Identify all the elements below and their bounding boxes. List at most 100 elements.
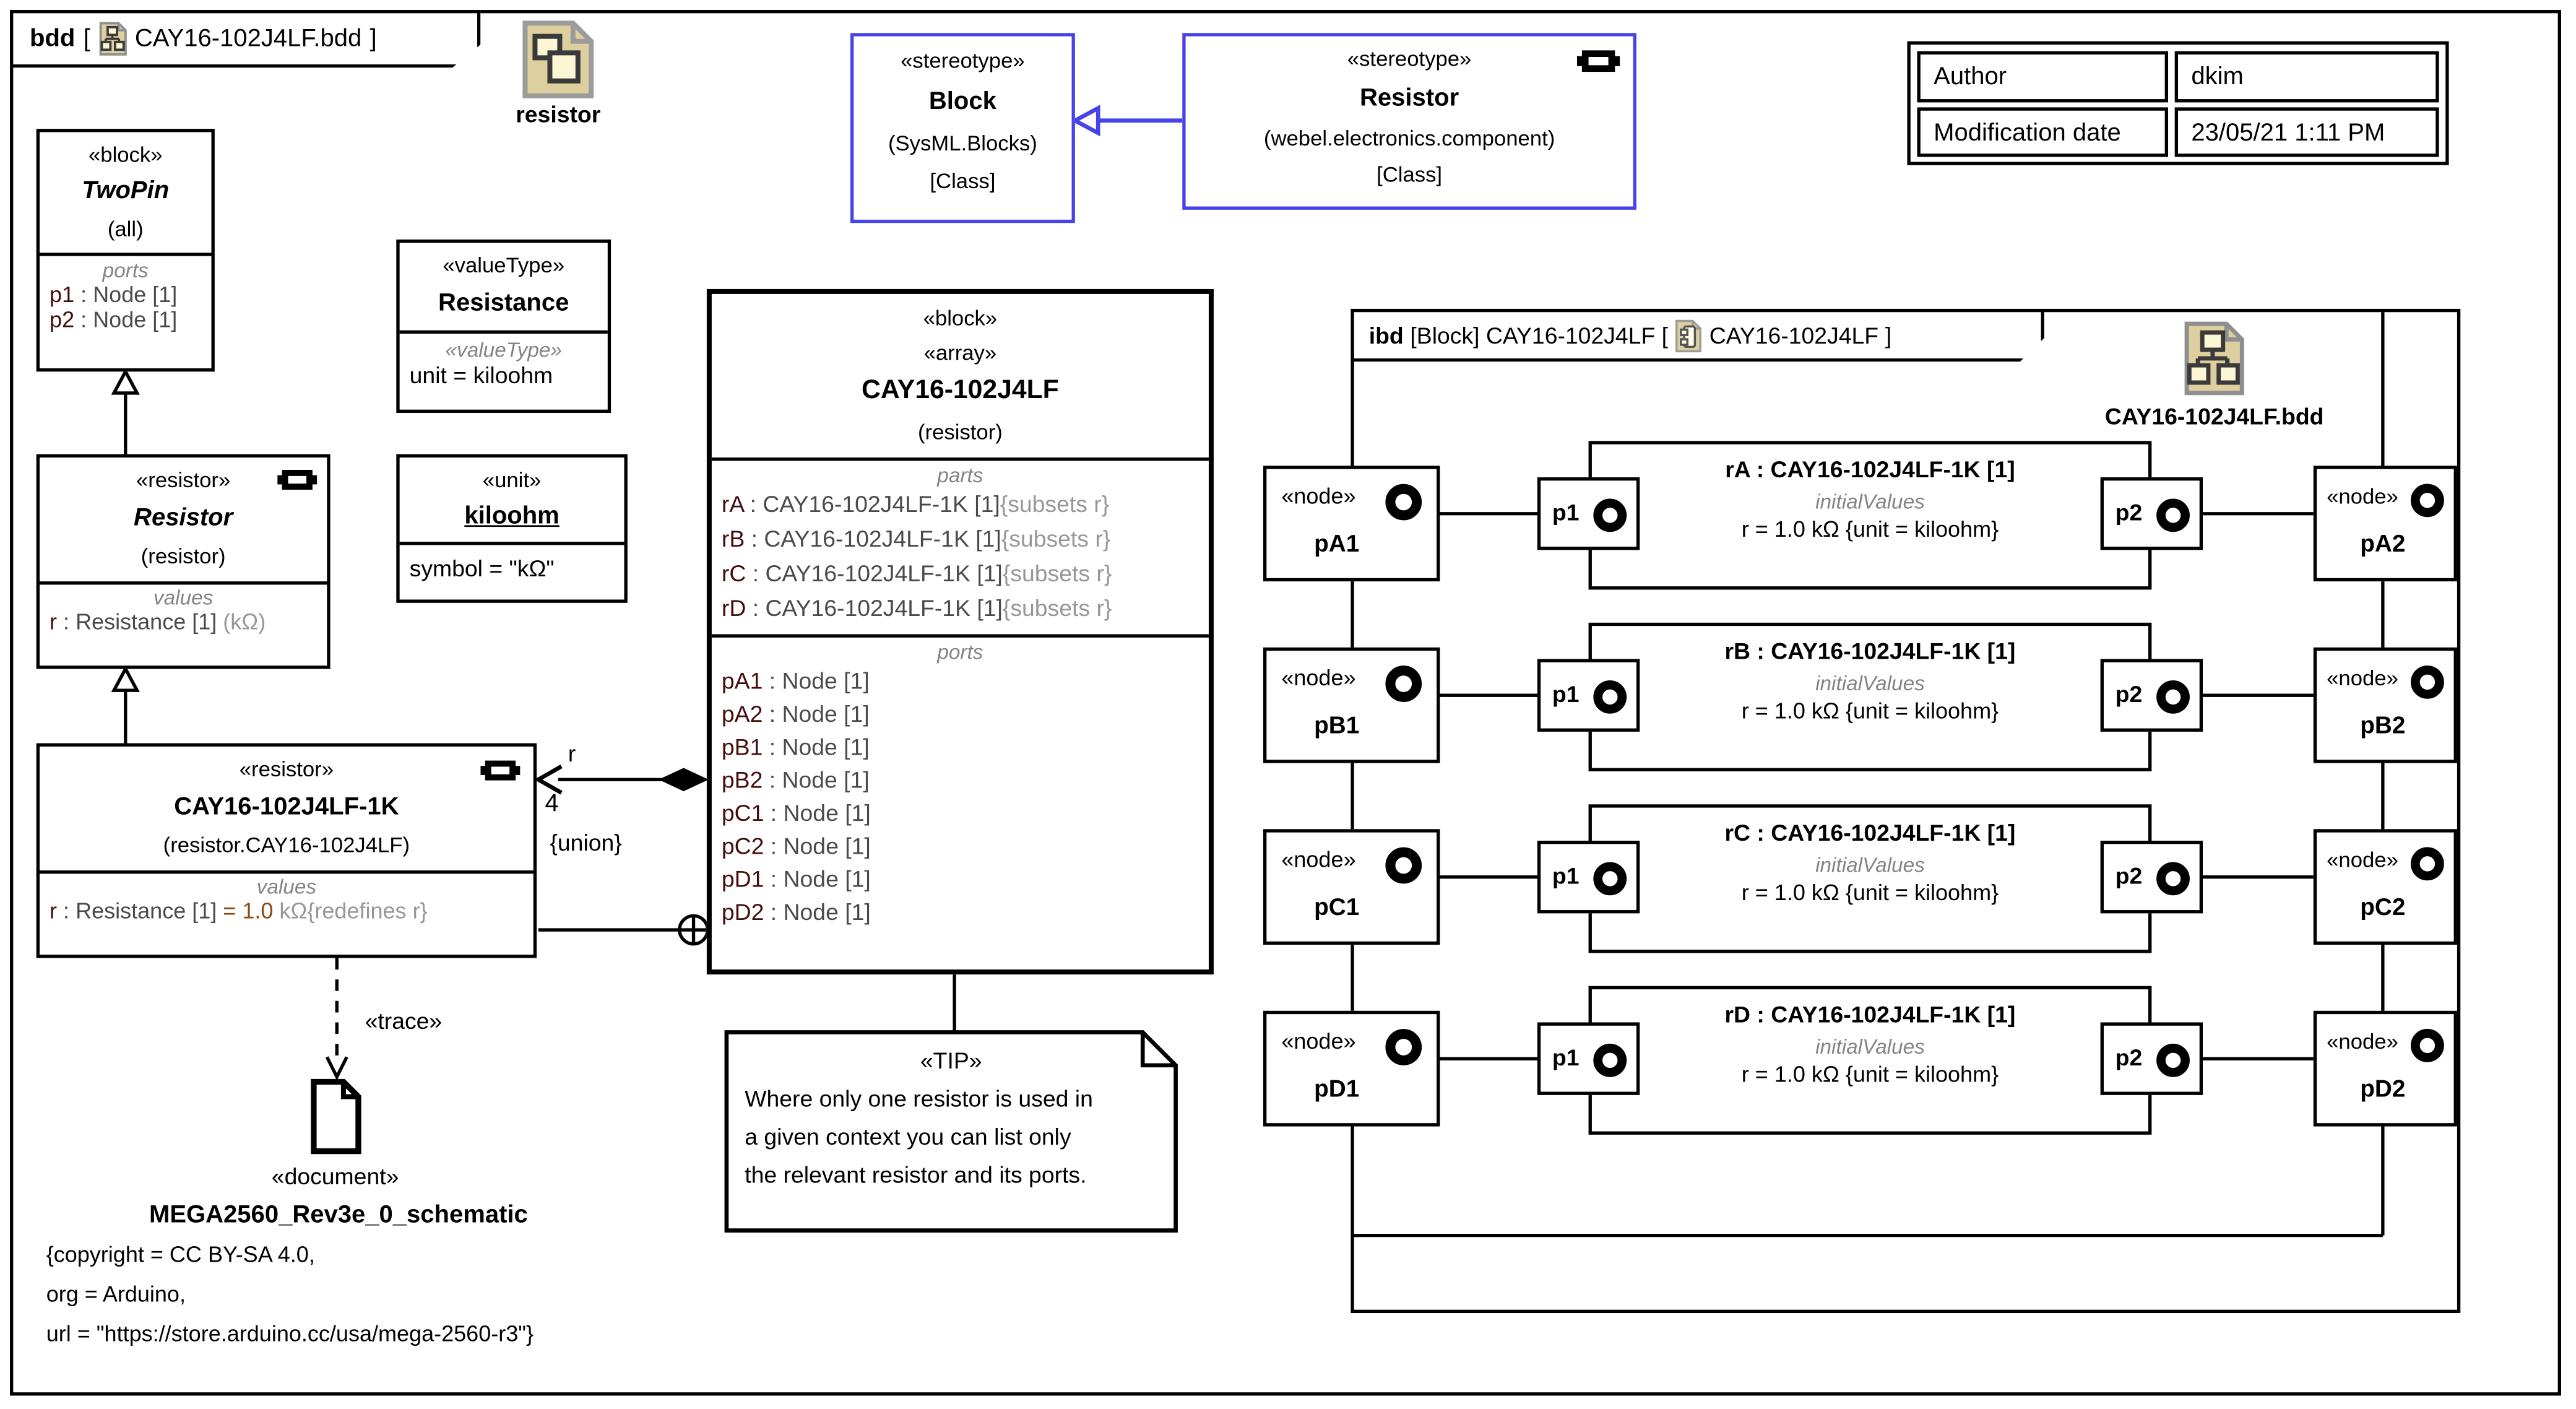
port-name: p1 bbox=[1552, 1044, 1580, 1070]
unit-stereotype: «unit» bbox=[482, 467, 542, 493]
port-name: p2 bbox=[2115, 680, 2143, 707]
port-line: p2 : Node [1] bbox=[50, 307, 178, 332]
resistor-glyph-icon bbox=[1576, 50, 1620, 72]
association-constraint: {union} bbox=[550, 829, 622, 856]
tip-stereotype: «TIP» bbox=[920, 1047, 982, 1074]
node-name: pA1 bbox=[1314, 532, 1360, 558]
node-ring-icon bbox=[1385, 847, 1422, 884]
port-ring-icon bbox=[2156, 498, 2190, 532]
block-name: CAY16-102J4LF bbox=[862, 376, 1059, 405]
bdd-file-label: CAY16-102J4LF.bdd bbox=[2104, 402, 2324, 430]
ibd-part-ra[interactable]: rA : CAY16-102J4LF-1K [1] initialValues … bbox=[1588, 441, 2152, 590]
ibd-icon bbox=[1675, 319, 1702, 352]
resistor-package-icon[interactable] bbox=[522, 20, 594, 99]
stereotype-block-box[interactable]: «stereotype» Block (SysML.Blocks) [Class… bbox=[850, 33, 1075, 223]
stereotype-resistor-box[interactable]: «stereotype» Resistor (webel.electronics… bbox=[1182, 33, 1636, 210]
ibd-node-pa2[interactable]: «node» pA2 bbox=[2313, 466, 2457, 582]
node-ring-icon bbox=[1385, 665, 1422, 702]
ibd-part-rc[interactable]: rC : CAY16-102J4LF-1K [1] initialValues … bbox=[1588, 804, 2152, 953]
ibd-node-pb2[interactable]: «node» pB2 bbox=[2313, 647, 2457, 763]
port-name: p1 bbox=[1552, 498, 1580, 526]
cay16-1k-block[interactable]: «resistor» CAY16-102J4LF-1K (resistor.CA… bbox=[36, 743, 537, 958]
block-name: CAY16-102J4LF-1K bbox=[174, 792, 399, 821]
node-name: pD1 bbox=[1314, 1077, 1360, 1104]
node-stereotype: «node» bbox=[1281, 483, 1356, 509]
ibd-port-p2[interactable]: p2 bbox=[2100, 477, 2203, 550]
ibd-meta: [Block] CAY16-102J4LF [ bbox=[1410, 322, 1669, 349]
bdd-icon bbox=[98, 22, 126, 56]
ibd-node-pd2[interactable]: «node» pD2 bbox=[2313, 1010, 2457, 1127]
part-title: rD : CAY16-102J4LF-1K [1] bbox=[1724, 1000, 2016, 1028]
port-line: pD1 : Node [1] bbox=[721, 865, 871, 892]
ibd-node-pc2[interactable]: «node» pC2 bbox=[2313, 829, 2457, 945]
compartment-label: parts bbox=[937, 464, 983, 488]
block-stereotype: «block» bbox=[923, 305, 998, 331]
diagram-name: CAY16-102J4LF.bdd bbox=[134, 25, 362, 53]
tip-line: the relevant resistor and its ports. bbox=[745, 1161, 1087, 1188]
node-name: pB2 bbox=[2360, 713, 2406, 740]
port-name: p2 bbox=[2115, 862, 2143, 889]
resistor-glyph-icon bbox=[480, 760, 521, 781]
twopin-block[interactable]: «block» TwoPin (all) ports p1 : Node [1]… bbox=[36, 129, 215, 372]
block-name: TwoPin bbox=[82, 176, 170, 205]
resistance-valuetype-box[interactable]: «valueType» Resistance «valueType» unit … bbox=[396, 239, 612, 413]
port-name: p2 bbox=[2115, 1044, 2143, 1070]
bracket-close: ] bbox=[370, 25, 377, 53]
part-title: rC : CAY16-102J4LF-1K [1] bbox=[1724, 819, 2016, 846]
node-stereotype: «node» bbox=[2327, 847, 2398, 872]
initial-value: r = 1.0 kΩ {unit = kiloohm} bbox=[1741, 880, 1999, 906]
ibd-port-p2[interactable]: p2 bbox=[2100, 659, 2203, 732]
diagram-border bbox=[10, 10, 2561, 1396]
node-ring-icon bbox=[2410, 665, 2444, 699]
bdd-file-icon[interactable] bbox=[2183, 321, 2245, 397]
initial-value: r = 1.0 kΩ {unit = kiloohm} bbox=[1741, 1062, 1999, 1087]
ibd-port-p2[interactable]: p2 bbox=[2100, 840, 2203, 914]
block-qualifier: (resistor) bbox=[918, 419, 1003, 444]
resistor-block[interactable]: «resistor» Resistor (resistor) values r … bbox=[36, 454, 331, 669]
author-value-cell: dkim bbox=[2174, 51, 2439, 103]
block-stereotype: «block» bbox=[88, 142, 163, 167]
unit-line: unit = kiloohm bbox=[409, 362, 553, 388]
ibd-port-p1[interactable]: p1 bbox=[1537, 840, 1640, 914]
kiloohm-unit-box[interactable]: «unit» kiloohm symbol = "kΩ" bbox=[396, 454, 628, 603]
part-title: rB : CAY16-102J4LF-1K [1] bbox=[1724, 637, 2016, 664]
resistor-glyph-icon bbox=[277, 470, 318, 490]
port-line: p1 : Node [1] bbox=[50, 282, 178, 308]
ibd-port-p1[interactable]: p1 bbox=[1537, 659, 1640, 732]
stereotype-meta: [Class] bbox=[1377, 162, 1443, 187]
association-role-label: r bbox=[568, 740, 576, 766]
stereotype-kw: «stereotype» bbox=[1347, 46, 1472, 71]
document-stereotype: «document» bbox=[271, 1163, 399, 1189]
ibd-node-pc1[interactable]: «node» pC1 bbox=[1263, 829, 1440, 945]
node-stereotype: «node» bbox=[1281, 1029, 1356, 1054]
tip-line: Where only one resistor is used in bbox=[745, 1085, 1093, 1112]
ibd-context-name: CAY16-102J4LF bbox=[1709, 322, 1879, 349]
value-line: r : Resistance [1] (kΩ) bbox=[50, 609, 266, 635]
port-ring-icon bbox=[1593, 862, 1627, 896]
ibd-port-p1[interactable]: p1 bbox=[1537, 1022, 1640, 1095]
ibd-frame-tab: ibd [Block] CAY16-102J4LF [ CAY16-102J4L… bbox=[1351, 308, 2044, 362]
ibd-port-p1[interactable]: p1 bbox=[1537, 477, 1640, 550]
port-name: p1 bbox=[1552, 862, 1580, 889]
block-qualifier: (all) bbox=[107, 216, 144, 241]
stereotype-kw: «stereotype» bbox=[901, 48, 1025, 73]
initial-values-label: initialValues bbox=[1815, 490, 1925, 514]
ibd-node-pd1[interactable]: «node» pD1 bbox=[1263, 1010, 1440, 1127]
ibd-port-p2[interactable]: p2 bbox=[2100, 1022, 2203, 1095]
initial-values-label: initialValues bbox=[1815, 672, 1925, 696]
cay16-array-block[interactable]: «block» «array» CAY16-102J4LF (resistor)… bbox=[706, 288, 1214, 975]
initial-value: r = 1.0 kΩ {unit = kiloohm} bbox=[1741, 698, 1999, 724]
initial-value: r = 1.0 kΩ {unit = kiloohm} bbox=[1741, 517, 1999, 542]
port-line: pB1 : Node [1] bbox=[721, 733, 870, 760]
port-line: pB2 : Node [1] bbox=[721, 766, 870, 793]
ibd-node-pa1[interactable]: «node» pA1 bbox=[1263, 466, 1440, 582]
port-ring-icon bbox=[1593, 498, 1627, 532]
ibd-part-rb[interactable]: rB : CAY16-102J4LF-1K [1] initialValues … bbox=[1588, 622, 2152, 771]
node-stereotype: «node» bbox=[1281, 847, 1356, 872]
ibd-node-pb1[interactable]: «node» pB1 bbox=[1263, 647, 1440, 763]
node-name: pA2 bbox=[2360, 532, 2406, 558]
bracket-open: [ bbox=[83, 25, 90, 53]
part-line: rD : CAY16-102J4LF-1K [1]{subsets r} bbox=[721, 594, 1112, 622]
ibd-part-rd[interactable]: rD : CAY16-102J4LF-1K [1] initialValues … bbox=[1588, 986, 2152, 1135]
port-line: pA1 : Node [1] bbox=[721, 667, 870, 694]
